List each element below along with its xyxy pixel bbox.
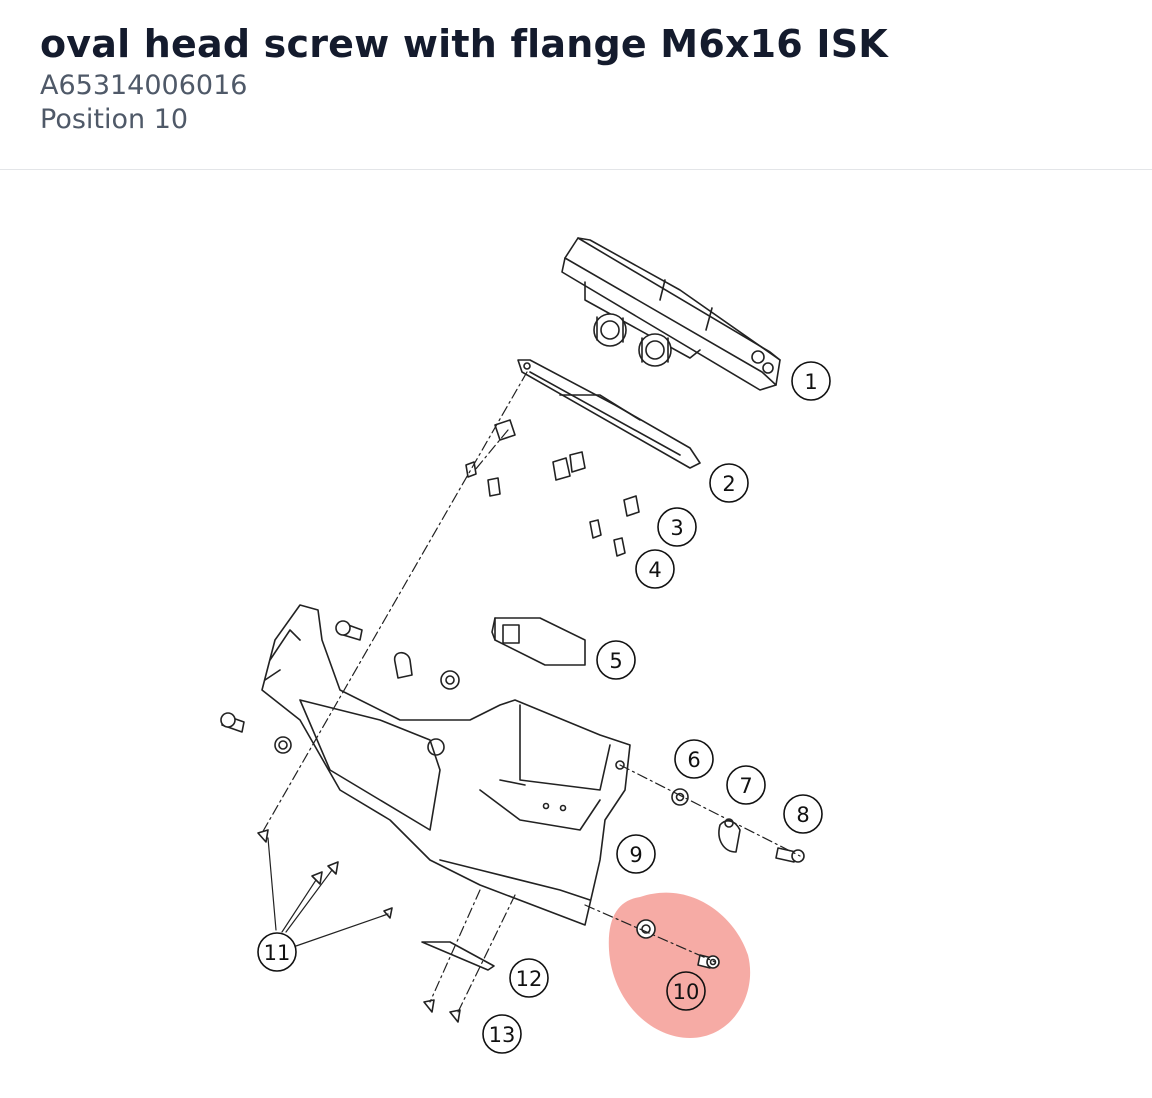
callout-11[interactable]: 11 <box>257 932 297 972</box>
callout-12[interactable]: 12 <box>509 958 549 998</box>
callout-13[interactable]: 13 <box>482 1014 522 1054</box>
callout-3[interactable]: 3 <box>657 507 697 547</box>
diagram-canvas: 1 2 3 4 5 6 7 8 9 10 11 12 13 <box>220 237 831 1054</box>
svg-text:2: 2 <box>722 472 735 496</box>
svg-text:12: 12 <box>516 967 543 991</box>
lower-screws <box>423 999 461 1023</box>
display-unit-part <box>561 237 781 391</box>
bracket-frame-part <box>261 604 631 926</box>
side-fasteners <box>671 788 805 863</box>
plate-bolts <box>465 419 586 497</box>
connector-box-part <box>491 617 586 666</box>
svg-text:3: 3 <box>670 516 683 540</box>
callout-leaders <box>267 837 389 947</box>
svg-text:8: 8 <box>796 803 809 827</box>
exploded-parts-diagram: 1 2 3 4 5 6 7 8 9 10 11 12 13 <box>0 171 1152 1098</box>
svg-text:6: 6 <box>687 748 700 772</box>
part-title: oval head screw with flange M6x16 ISK <box>40 22 888 66</box>
svg-text:4: 4 <box>648 558 661 582</box>
callout-10[interactable]: 10 <box>666 971 706 1011</box>
callout-7[interactable]: 7 <box>726 765 766 805</box>
svg-text:11: 11 <box>264 941 291 965</box>
svg-text:10: 10 <box>673 980 700 1004</box>
svg-text:13: 13 <box>489 1023 516 1047</box>
callout-6[interactable]: 6 <box>674 739 714 779</box>
svg-text:5: 5 <box>609 649 622 673</box>
callout-5[interactable]: 5 <box>596 640 636 680</box>
position-label: Position 10 <box>40 104 189 135</box>
mounting-plate-part <box>517 359 701 469</box>
callout-9[interactable]: 9 <box>616 834 656 874</box>
svg-text:9: 9 <box>629 843 642 867</box>
callout-1[interactable]: 1 <box>791 361 831 401</box>
svg-text:1: 1 <box>804 370 817 394</box>
oval-head-screw-part <box>636 919 720 969</box>
callout-4[interactable]: 4 <box>635 549 675 589</box>
bottom-screws <box>257 829 393 919</box>
assembly-lines <box>261 371 801 1013</box>
callout-8[interactable]: 8 <box>783 794 823 834</box>
small-fasteners <box>589 495 640 557</box>
highlight-area[interactable] <box>608 892 751 1038</box>
svg-text:7: 7 <box>739 774 752 798</box>
frame-fasteners <box>220 620 460 754</box>
callout-2[interactable]: 2 <box>709 463 749 503</box>
flat-strip-part <box>421 941 495 971</box>
part-number: A65314006016 <box>40 70 248 101</box>
part-header: oval head screw with flange M6x16 ISK A6… <box>0 0 1152 170</box>
